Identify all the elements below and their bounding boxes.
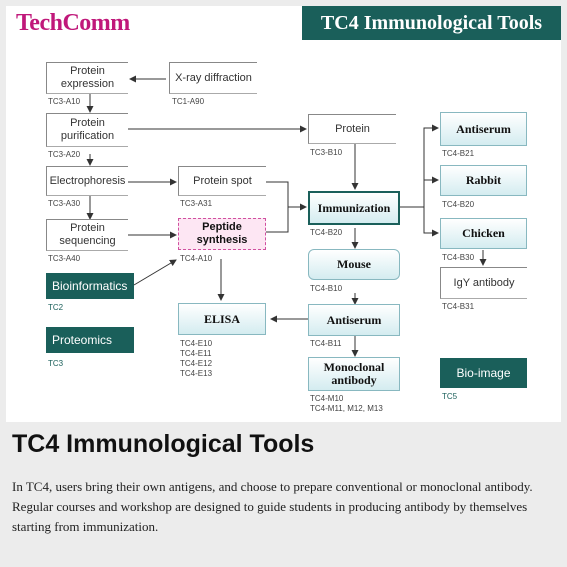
node-mouse: Mouse [308,249,400,280]
label-monoclonal-1: TC4-M10 [310,394,344,403]
node-xray-diffraction: X-ray diffraction [169,62,257,94]
node-bio-image: Bio-image [440,358,527,388]
node-protein: Protein [308,114,396,144]
label-elisa-2: TC4-E11 [180,349,212,358]
arrow-immunization-chicken [423,207,439,237]
label-rabbit: TC4-B20 [442,200,475,209]
label-elisa-3: TC4-E12 [180,359,213,368]
label-protein-spot: TC3-A31 [180,199,213,208]
node-electrophoresis: Electrophoresis [46,166,128,196]
label-antiserum-right: TC4-B21 [442,149,475,158]
node-chicken: Chicken [440,218,527,249]
label-electrophoresis: TC3-A30 [48,199,81,208]
label-proteomics: TC3 [48,359,64,368]
label-protein-sequencing: TC3-A40 [48,254,81,263]
node-protein-spot: Protein spot [178,166,266,196]
node-proteomics: Proteomics [46,327,134,353]
node-protein-purification: Protein purification [46,113,128,147]
diagram-slide: TechComm TC4 Immunological Tools [6,6,561,422]
label-elisa-1: TC4-E10 [180,339,213,348]
node-monoclonal-antibody: Monoclonal antibody [308,357,400,391]
label-monoclonal-2: TC4-M11, M12, M13 [310,404,383,413]
label-bioinformatics: TC2 [48,303,64,312]
label-protein-purification: TC3-A20 [48,150,81,159]
label-elisa-4: TC4-E13 [180,369,213,378]
connector-lines [86,75,487,357]
node-antiserum-mid: Antiserum [308,304,400,336]
node-peptide-synthesis: Peptide synthesis [178,218,266,250]
node-antiserum-right: Antiserum [440,112,527,146]
label-protein-expression: TC3-A10 [48,97,81,106]
arrow-immunization-antiserum [399,124,439,208]
arrow-bioinformatics-peptide [133,259,177,286]
title-banner: TC4 Immunological Tools [302,6,561,40]
label-igy-antibody: TC4-B31 [442,302,475,311]
label-chicken: TC4-B30 [442,253,475,262]
brand-logo: TechComm [16,10,130,36]
node-protein-expression: Protein expression [46,62,128,94]
label-mouse: TC4-B10 [310,284,343,293]
label-antiserum-mid: TC4-B11 [310,339,342,348]
label-bio-image: TC5 [442,392,458,401]
label-xray-diffraction: TC1-A90 [172,97,205,106]
node-elisa: ELISA [178,303,266,335]
arrow-spot-immunization [266,181,307,211]
caption-text: In TC4, users bring their own antigens, … [12,479,533,534]
node-igy-antibody: IgY antibody [440,267,527,299]
node-protein-sequencing: Protein sequencing [46,219,128,251]
node-immunization: Immunization [308,191,400,225]
node-rabbit: Rabbit [440,165,527,196]
arrow-peptide-immunization [266,207,289,233]
node-bioinformatics: Bioinformatics [46,273,134,299]
caption-title: TC4 Immunological Tools [12,430,315,458]
label-protein: TC3-B10 [310,148,343,157]
label-immunization: TC4-B20 [310,228,343,237]
label-peptide-synthesis: TC4-A10 [180,254,213,263]
